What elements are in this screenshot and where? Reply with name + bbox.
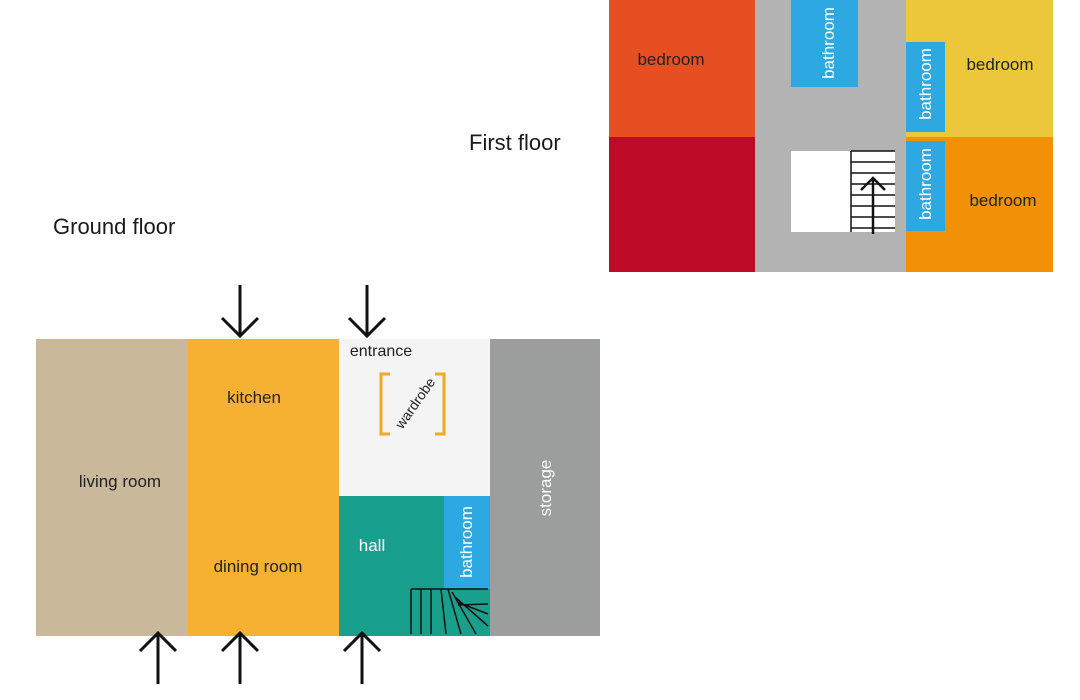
label-entrance: entrance <box>349 343 413 360</box>
label-bathroom-top: bathroom <box>819 7 838 79</box>
room-bathroom-top <box>791 0 858 87</box>
label-bathroom-right-lower: bathroom <box>916 148 935 220</box>
room-entrance <box>339 339 490 496</box>
ground-floor-plan: living room kitchen dining room entrance… <box>0 280 1080 700</box>
staircase-landing <box>791 151 895 232</box>
room-kitchen-dining <box>188 339 339 636</box>
label-hall: hall <box>358 536 386 555</box>
label-bathroom-right-upper: bathroom <box>916 48 935 120</box>
label-kitchen: kitchen <box>227 388 281 407</box>
room-storage <box>490 339 600 636</box>
label-bedroom-yellow: bedroom <box>966 55 1034 74</box>
label-bedroom-red-orange: bedroom <box>637 50 705 69</box>
title-first-floor: First floor <box>469 130 561 155</box>
room-bathroom-ground <box>444 496 490 589</box>
label-bathroom-ground: bathroom <box>457 506 476 578</box>
room-bedroom-red-orange <box>609 0 755 137</box>
room-living-room <box>36 339 188 636</box>
first-floor-plan: bedroom bathroom bathroom bedroom bathro… <box>0 0 1080 280</box>
room-bathroom-right-upper <box>906 42 945 132</box>
title-ground-floor: Ground floor <box>53 214 176 239</box>
room-bedroom-crimson <box>609 137 755 272</box>
label-storage: storage <box>536 459 555 517</box>
label-bedroom-orange: bedroom <box>969 191 1037 210</box>
label-dining-room: dining room <box>213 557 303 576</box>
label-living-room: living room <box>78 472 162 491</box>
room-bathroom-right-lower <box>906 141 945 231</box>
